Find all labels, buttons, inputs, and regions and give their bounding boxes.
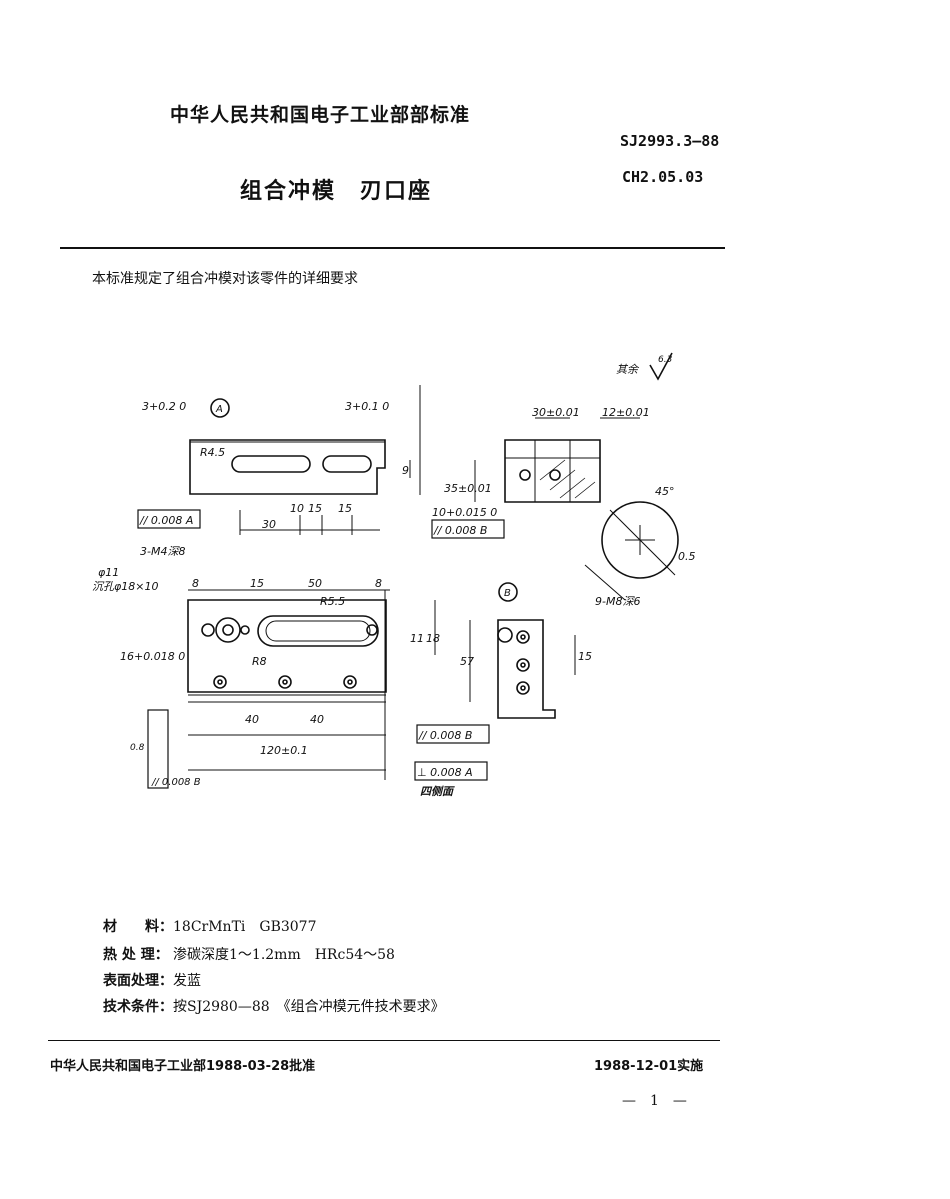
radius-label: R8 xyxy=(252,655,267,668)
roughness-value-label: 6.3 xyxy=(658,355,673,365)
spec-key: 材 料： xyxy=(103,919,173,935)
dim-label: 11 xyxy=(410,632,424,645)
section-view xyxy=(504,439,601,503)
dim-label: 3+0.1 0 xyxy=(345,400,389,413)
tolerance-frame-label: // 0.008 B xyxy=(151,777,201,788)
counterbore xyxy=(215,617,241,643)
slot-1 xyxy=(231,455,311,473)
dim-label: 0.5 xyxy=(678,550,696,563)
side-view-outline xyxy=(497,619,556,719)
tolerance-frame-label: // 0.008 A xyxy=(139,514,193,527)
dim-label: 8 xyxy=(375,577,382,590)
dim-label: 3+0.2 0 xyxy=(142,400,186,413)
holes-note: 3-M4深8 xyxy=(140,545,185,558)
radius-label: R5.5 xyxy=(320,595,345,608)
spec-row-technical: 技术条件：按SJ2980—88 《组合冲模元件技术要求》 xyxy=(103,996,445,1016)
spec-row-heat-treatment: 热 处 理：渗碳深度1～1.2mm HRc54～58 xyxy=(103,944,395,964)
holes-note: 9-M8深6 xyxy=(595,595,640,608)
page-number: — 1 — xyxy=(622,1093,687,1109)
dim-label: 50 xyxy=(308,577,322,590)
dim-label: 57 xyxy=(460,655,474,668)
spec-key: 表面处理： xyxy=(103,973,173,989)
header-rule xyxy=(60,247,725,249)
dim-label: 8 xyxy=(192,577,199,590)
dim-label: 35±0.01 xyxy=(444,482,492,495)
datum-b-circle xyxy=(498,582,518,602)
detail-circle xyxy=(601,501,679,579)
front-view-outline xyxy=(187,599,387,693)
dim-label: 15 xyxy=(338,502,352,515)
datum-a-circle xyxy=(210,398,230,418)
approval-note: 中华人民共和国电子工业部1988-03-28批准 xyxy=(50,1059,316,1074)
datum-b-label: B xyxy=(504,588,511,599)
spec-key: 热 处 理： xyxy=(103,947,169,963)
counterbore-label: φ11 xyxy=(98,566,119,579)
document-title: 组合冲模 刃口座 xyxy=(240,179,433,204)
tolerance-frame-label: // 0.008 B xyxy=(418,729,472,742)
spec-value: 18CrMnTi GB3077 xyxy=(173,919,317,935)
dim-label: 12±0.01 xyxy=(602,406,650,419)
effective-date: 1988-12-01实施 xyxy=(594,1059,704,1074)
dim-label: 15 xyxy=(308,502,322,515)
roughness-note-label: 其余 xyxy=(616,363,640,376)
technical-drawing: 其余 6.3 3+0.2 0 A 3+0.1 0 R4.5 9 10 15 15… xyxy=(92,352,696,798)
spec-row-surface: 表面处理：发蓝 xyxy=(103,970,201,990)
four-sides-label: 四侧面 xyxy=(420,785,455,798)
slot-2 xyxy=(322,455,372,473)
roughness-label: 0.8 xyxy=(130,743,145,753)
top-view-outline xyxy=(189,439,386,495)
footer-rule xyxy=(48,1040,720,1041)
dim-label: 18 xyxy=(426,632,440,645)
dim-label: 15 xyxy=(250,577,264,590)
roughness-symbol xyxy=(649,352,673,381)
spec-value: 按SJ2980—88 《组合冲模元件技术要求》 xyxy=(173,999,445,1015)
dim-label: 9 xyxy=(402,464,409,477)
datum-a-label: A xyxy=(215,404,223,415)
dim-label: 120±0.1 xyxy=(260,744,308,757)
dim-label: 10+0.015 0 xyxy=(432,506,497,519)
dim-label: 10 xyxy=(290,502,304,515)
dim-label: 40 xyxy=(310,713,324,726)
hole-1 xyxy=(201,623,215,637)
dim-label: 30 xyxy=(262,518,276,531)
dim-label: 16+0.018 0 xyxy=(120,650,185,663)
spec-key: 技术条件： xyxy=(103,999,173,1015)
spec-row-material: 材 料：18CrMnTi GB3077 xyxy=(103,916,317,936)
dim-label: 15 xyxy=(578,650,592,663)
spec-value: 发蓝 xyxy=(173,973,201,989)
tolerance-frame-label: ⊥ 0.008 A xyxy=(417,766,473,779)
classification-number: CH2.05.03 xyxy=(622,168,704,186)
angle-label: 45° xyxy=(655,485,675,498)
radius-label: R4.5 xyxy=(200,446,225,459)
counterbore-label: 沉孔φ18×10 xyxy=(92,580,158,593)
issuing-organization: 中华人民共和国电子工业部部标准 xyxy=(170,104,471,126)
standard-number: SJ2993.3—88 xyxy=(620,132,720,150)
intro-text: 本标准规定了组合冲模对该零件的详细要求 xyxy=(92,271,358,287)
dim-label: 40 xyxy=(245,713,259,726)
spec-value: 渗碳深度1～1.2mm HRc54～58 xyxy=(173,947,395,963)
long-slot xyxy=(257,615,379,647)
dim-label: 30±0.01 xyxy=(532,406,580,419)
tolerance-frame-label: // 0.008 B xyxy=(433,524,487,537)
